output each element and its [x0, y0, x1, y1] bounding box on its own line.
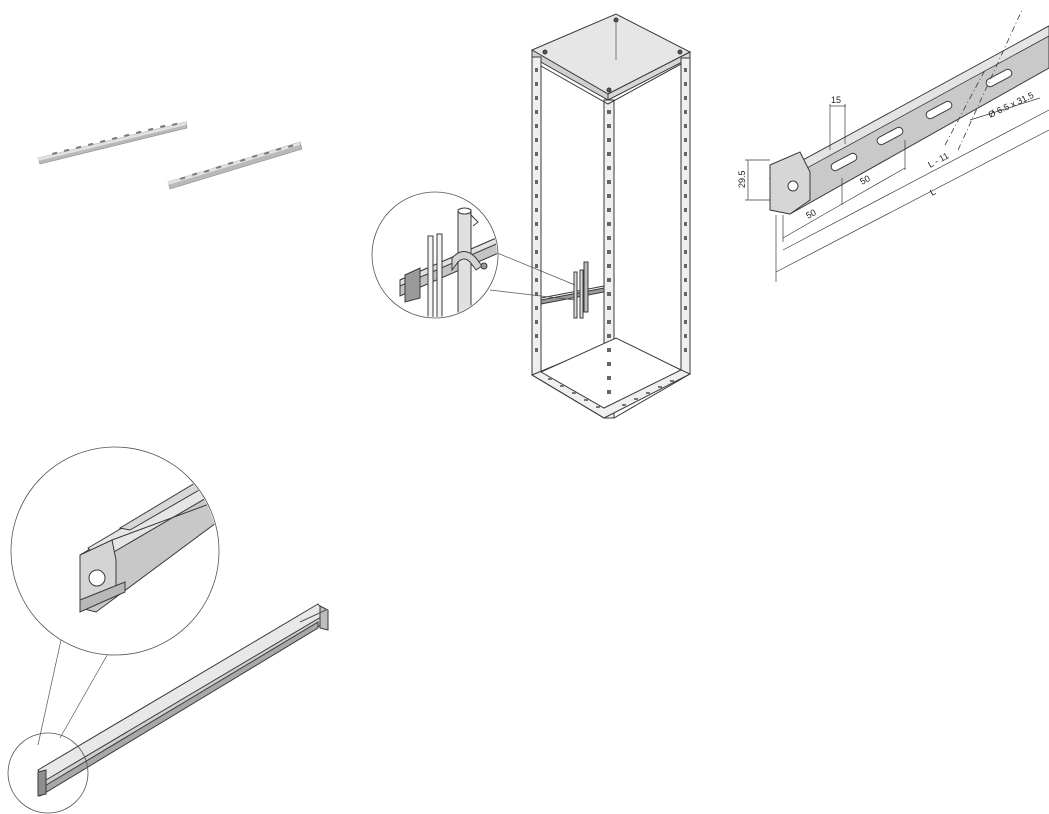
rail-end-highlight-circle: [7, 732, 89, 814]
dim-offset-label: 15: [831, 95, 841, 105]
cabinet-upright-rear-right: [680, 57, 691, 375]
dim-inner-length-label: L - 11: [926, 151, 950, 170]
rail-dimension-drawing: 29.5 15 Ø 6.5 x 31.5 50 50 L - 11 L: [737, 9, 1049, 282]
dim-pitch-a-label: 50: [804, 207, 818, 221]
cabinet-upright-front-left: [531, 56, 542, 376]
dim-pitch-b-label: 50: [858, 173, 872, 187]
rack-cabinet: [530, 13, 692, 419]
rail-end-detail-magnifier: [10, 446, 220, 656]
cabinet-top-panel: [530, 13, 692, 95]
rail-photo-left: [37, 121, 188, 165]
dim-length-label: L: [928, 187, 937, 198]
clamp-detail-magnifier: [371, 191, 499, 319]
cabinet-callout-lines: [489, 249, 576, 301]
rail-photo-right: [167, 141, 303, 190]
dim-depth-label: 29.5: [737, 170, 747, 188]
rail-long-view: [37, 603, 329, 797]
